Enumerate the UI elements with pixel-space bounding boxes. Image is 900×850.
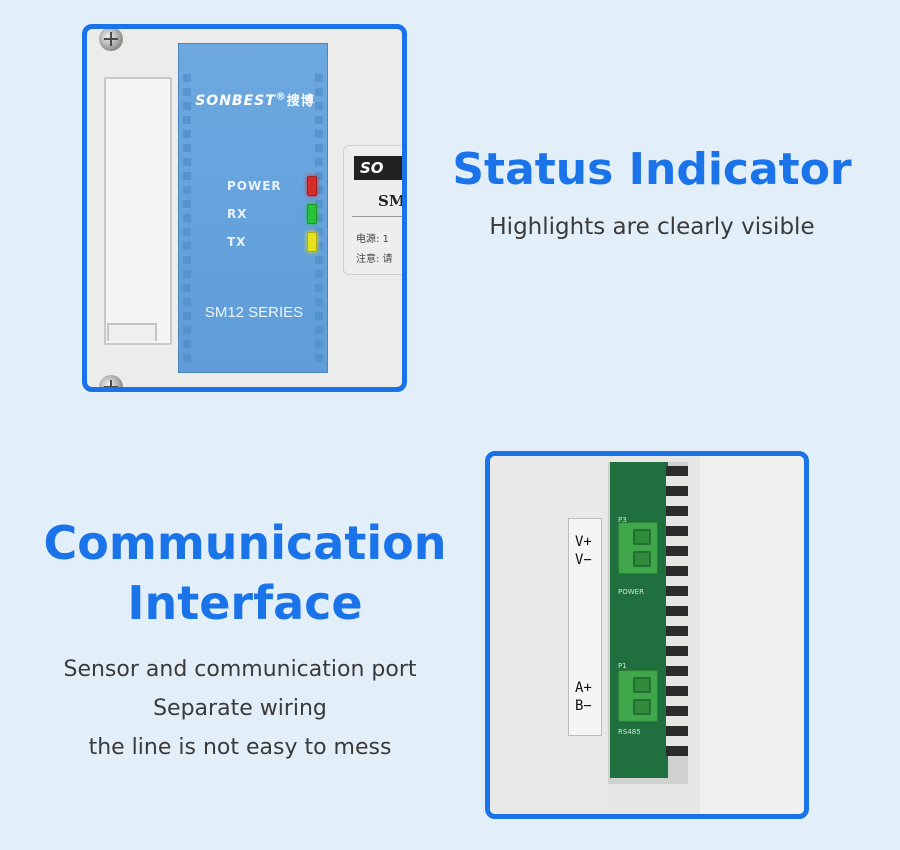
label-divider	[352, 216, 402, 217]
front-panel: SONBEST®搜博 POWER RX TX SM12 SERIES	[178, 43, 328, 373]
board-edge-teeth	[666, 466, 688, 756]
pin-label: B−	[575, 698, 592, 714]
brand-cn: 搜博	[286, 94, 315, 109]
silk-label: P1	[618, 662, 627, 670]
description-line: Separate wiring	[153, 696, 327, 721]
terminal-screw-icon	[633, 699, 651, 715]
communication-interface-description: Sensor and communication port Separate w…	[20, 650, 460, 767]
circuit-board	[610, 462, 668, 778]
screw-icon	[99, 375, 123, 387]
led-label: POWER	[227, 179, 282, 193]
pin-label-power: V+ V−	[575, 533, 592, 569]
status-indicator-subtitle: Highlights are clearly visible	[489, 214, 815, 240]
label-line: 注意: 请	[356, 254, 393, 265]
led-row-power: POWER	[227, 176, 317, 196]
silk-label: P3	[618, 516, 627, 524]
rx-led-icon	[307, 204, 317, 224]
brand-logo: SONBEST®搜博	[185, 90, 325, 109]
pin-label-bus: A+ B−	[575, 679, 592, 715]
pin-label: V−	[575, 552, 592, 568]
terminal-screw-icon	[633, 529, 651, 545]
power-led-icon	[307, 176, 317, 196]
led-label: TX	[227, 235, 247, 249]
brand-mark: ®	[275, 91, 287, 103]
label-line: 电源: 1	[356, 234, 389, 245]
description-line: Sensor and communication port	[63, 657, 417, 682]
vent-strip	[183, 74, 191, 364]
series-label: SM12 SERIES	[204, 304, 304, 321]
vent-strip	[315, 74, 323, 364]
pin-label: V+	[575, 534, 592, 550]
brand-name: SONBEST	[195, 93, 276, 109]
pin-label-strip: V+ V− A+ B−	[568, 518, 602, 736]
screw-icon	[99, 29, 123, 51]
pin-label: A+	[575, 680, 592, 696]
tx-led-icon	[307, 232, 317, 252]
status-indicator-title: Status Indicator	[452, 144, 852, 195]
led-row-rx: RX	[227, 204, 317, 224]
rs485-terminal-block	[618, 670, 658, 722]
silk-label: RS485	[618, 728, 641, 736]
title-line: Interface	[127, 576, 363, 630]
status-indicator-photo: SONBEST®搜博 POWER RX TX SM12 SERIES SO SM…	[82, 24, 407, 392]
terminal-screw-icon	[633, 677, 651, 693]
description-line: the line is not easy to mess	[88, 735, 392, 760]
silk-label: POWER	[618, 588, 644, 596]
enclosure-slot	[104, 77, 172, 345]
enclosure-tab	[107, 323, 157, 341]
communication-interface-photo: V+ V− A+ B− P3 POWER P1 RS485	[485, 451, 809, 819]
title-line: Communication	[43, 516, 447, 570]
power-terminal-block	[618, 522, 658, 574]
led-row-tx: TX	[227, 232, 317, 252]
label-logo: SO	[354, 156, 402, 180]
product-label: SO SM 电源: 1 注意: 请	[343, 145, 406, 275]
label-model: SM	[378, 192, 406, 210]
terminal-screw-icon	[633, 551, 651, 567]
communication-interface-title: Communication Interface	[20, 513, 470, 633]
led-label: RX	[227, 207, 248, 221]
enclosure-right	[700, 456, 804, 814]
